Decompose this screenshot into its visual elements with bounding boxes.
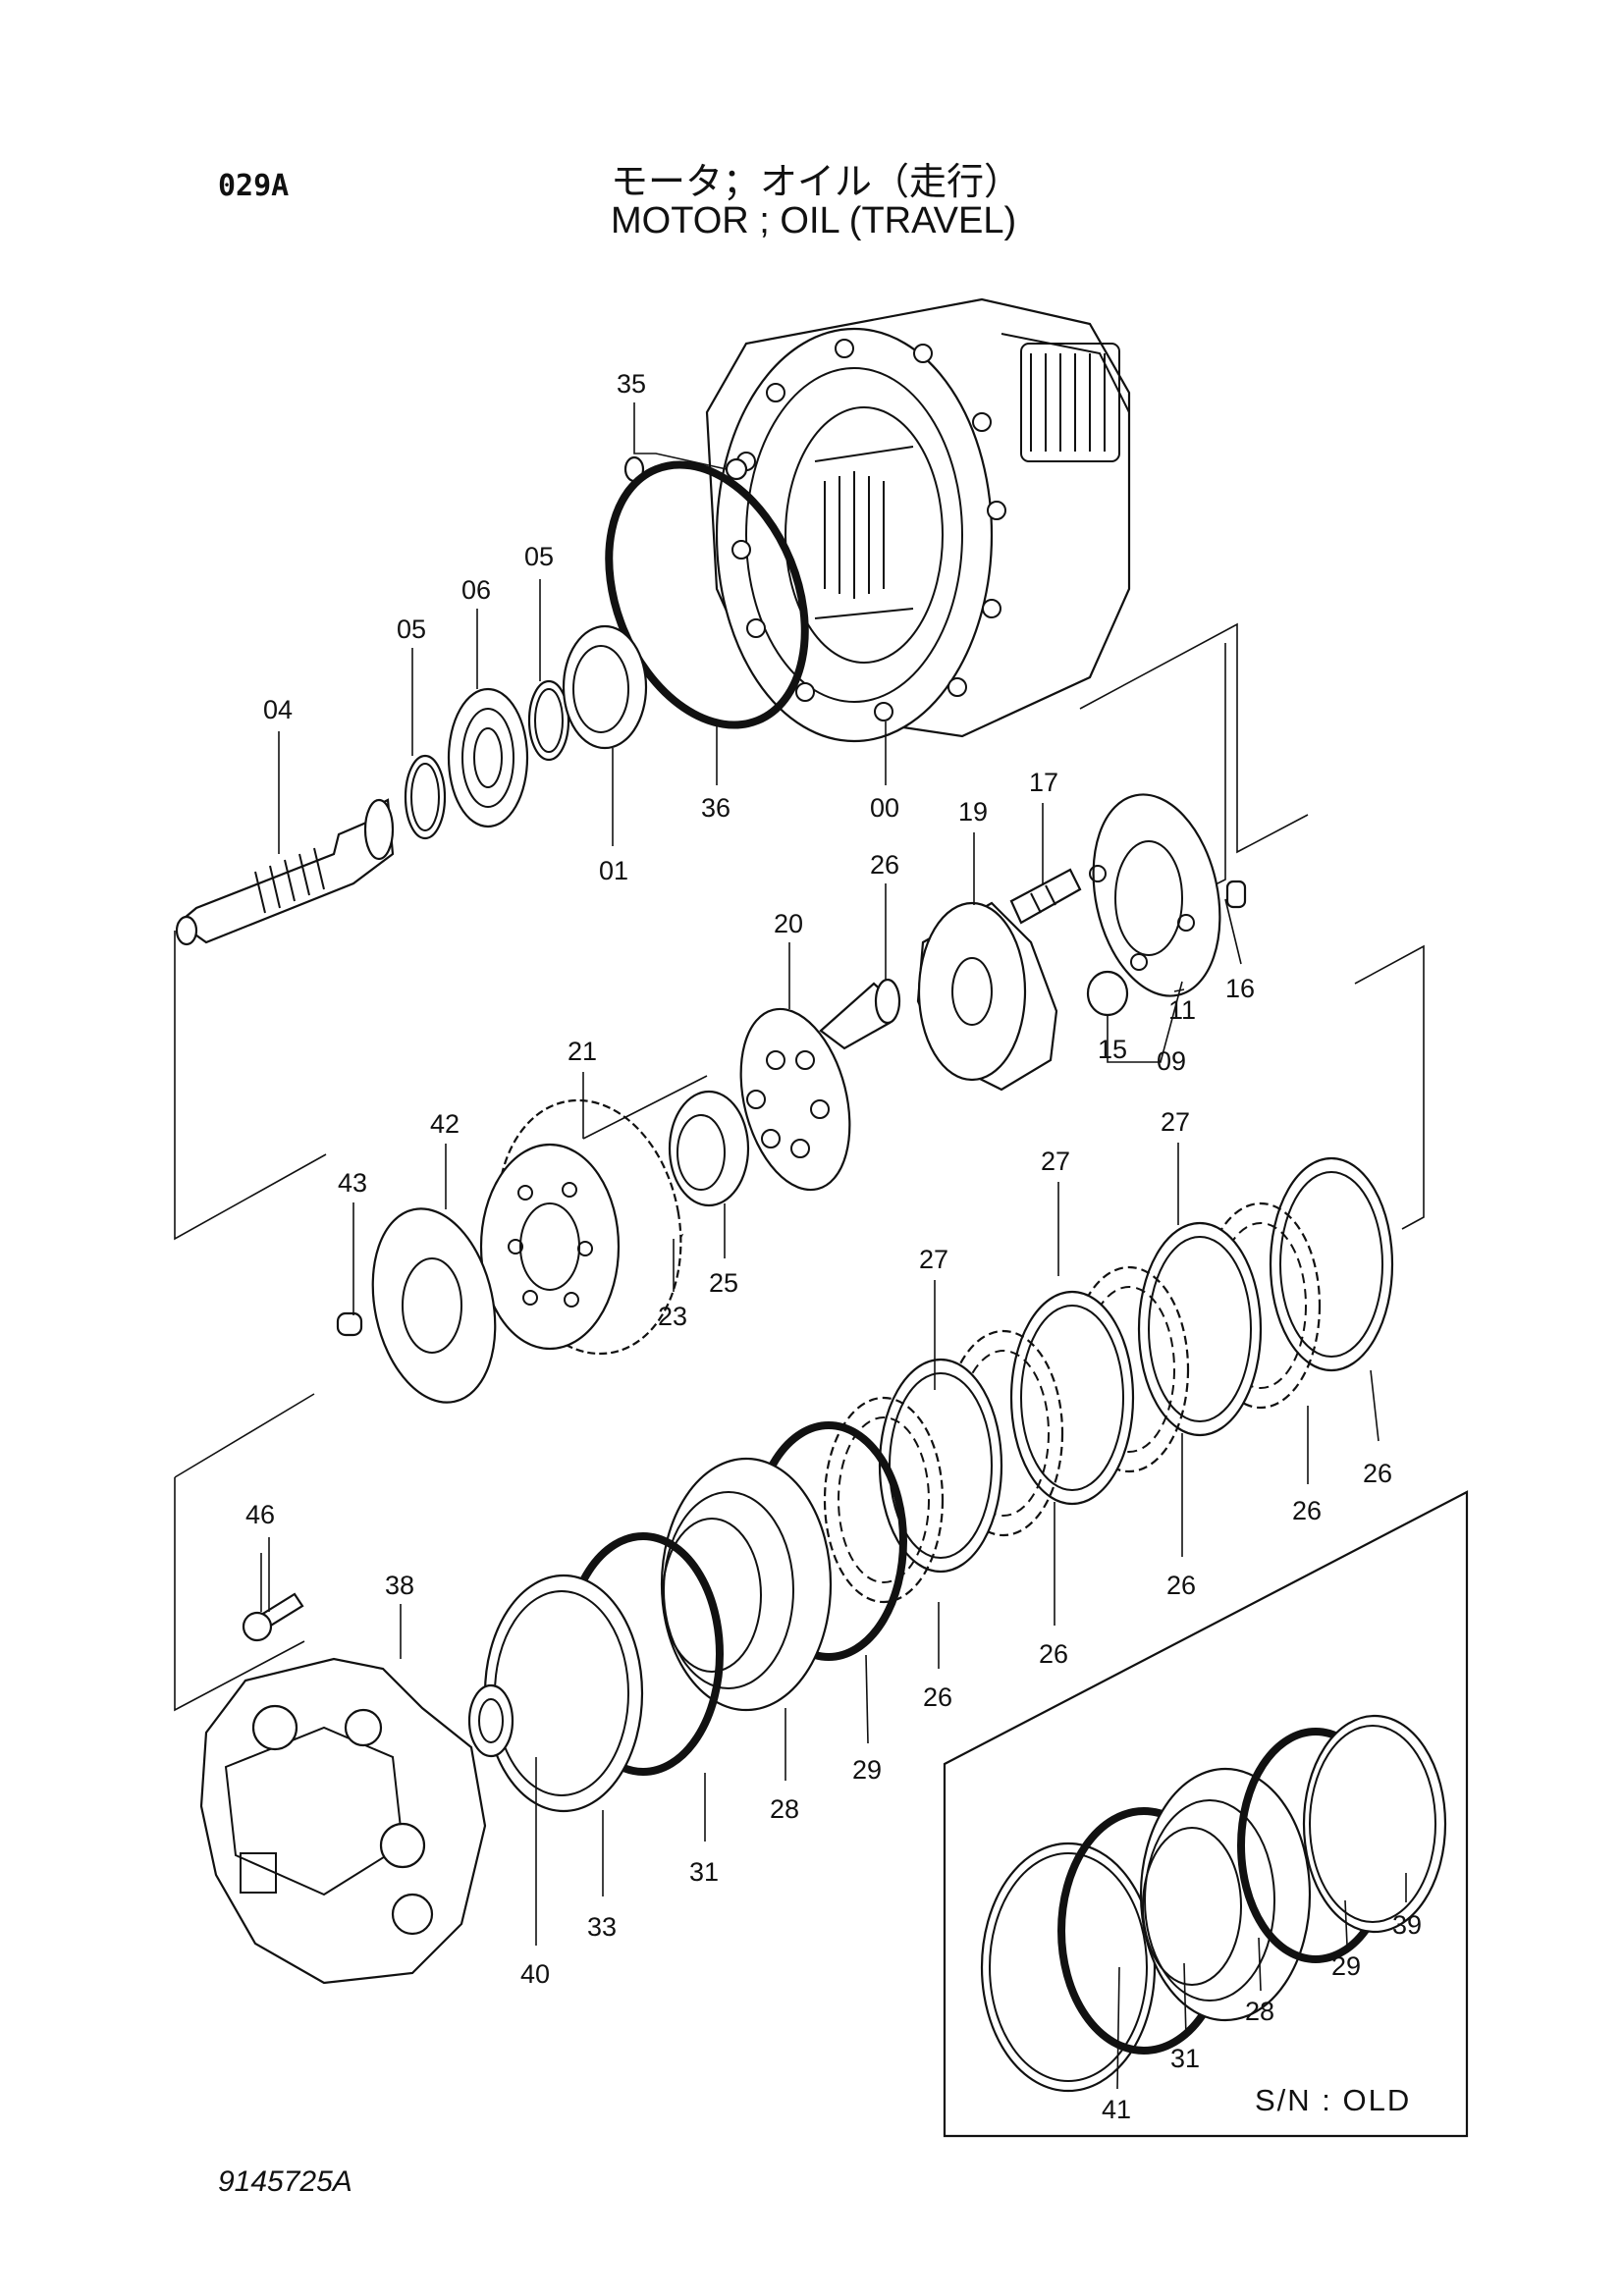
part-valve-cover (199, 1657, 487, 1985)
sn-old-variant-box: S/N : OLD (943, 1490, 1469, 2138)
callout-23: 26 (870, 850, 899, 880)
part-plug (1086, 970, 1129, 1017)
part-clutch-pack (823, 1156, 1394, 1604)
callout-20: 23 (658, 1302, 687, 1331)
part-valve-23 (819, 978, 901, 1050)
callout-36: 36 (701, 793, 730, 823)
callout-43: 43 (338, 1168, 367, 1198)
callout-B: 15 (1098, 1035, 1127, 1064)
part-shaft (175, 798, 395, 946)
callout-33: 33 (587, 1912, 617, 1942)
callout-26-a: 26 (1292, 1496, 1322, 1525)
callout-A: 11 (1168, 995, 1196, 1025)
callout-39: 39 (1392, 1910, 1422, 1940)
callout-11: 16 (1225, 974, 1255, 1003)
callout-17: 20 (774, 909, 803, 938)
part-bearing-40 (467, 1683, 514, 1758)
part-needle-bearing (668, 1090, 750, 1207)
part-spool (1009, 868, 1082, 925)
callout-42: 42 (430, 1109, 460, 1139)
callout-16: 19 (958, 797, 988, 827)
part-bolt-46 (242, 1592, 304, 1642)
part-swash-plate (371, 1207, 497, 1404)
assembly-reference-lines (174, 622, 1425, 1712)
callout-labels: 35 00 36 01 04 05 06 05 17 19 26 20 16 1… (245, 369, 1422, 2124)
callout-06: 06 (461, 575, 491, 605)
part-brake-piston (916, 901, 1058, 1092)
callout-05-right: 05 (524, 542, 554, 571)
part-o-ring-large (605, 460, 809, 729)
part-oil-seal (562, 624, 648, 750)
part-housing (705, 297, 1131, 743)
callout-26-c: 26 (1039, 1639, 1068, 1669)
part-pin-43 (336, 1311, 363, 1337)
part-pin (1225, 880, 1247, 909)
callout-27-middle: 27 (1041, 1147, 1070, 1176)
callout-26-b: 26 (1166, 1571, 1196, 1600)
callout-41: 41 (1102, 2095, 1131, 2124)
title-english: MOTOR ; OIL (TRAVEL) (611, 200, 1017, 241)
callout-15: 17 (1029, 768, 1058, 797)
callout-01: 01 (599, 856, 628, 885)
page-code: 029A (218, 169, 290, 203)
callout-35: 35 (617, 369, 646, 399)
callout-05-left: 05 (397, 614, 426, 644)
part-bearing (447, 687, 529, 828)
callout-40: 40 (520, 1959, 550, 1989)
callout-31: 31 (689, 1857, 719, 1887)
callout-29-old: 29 (1331, 1951, 1361, 1981)
callout-00: 00 (870, 793, 899, 823)
part-cylinder-block (479, 1098, 682, 1356)
callout-26-d: 26 (923, 1682, 952, 1712)
part-plate-25 (1269, 1156, 1394, 1372)
drawing-number: 9145725A (218, 2165, 352, 2198)
variant-label: S/N : OLD (1255, 2083, 1411, 2117)
part-ring-33 (483, 1574, 644, 1813)
callout-19: 21 (568, 1037, 597, 1066)
callout-04: 04 (263, 695, 293, 724)
part-valve-plate-17 (739, 1007, 851, 1192)
callout-25: 26 (1363, 1459, 1392, 1488)
callout-31-old: 31 (1170, 2044, 1200, 2073)
callout-27-left: 27 (919, 1245, 948, 1274)
callout-38: 38 (385, 1571, 414, 1600)
part-brake-piston-28 (660, 1457, 833, 1712)
callout-28: 28 (770, 1794, 799, 1824)
callout-46: 46 (245, 1500, 275, 1529)
callout-27-right: 27 (1161, 1107, 1190, 1137)
leader-lines (260, 402, 1407, 2090)
part-brake-piston-28-old (1139, 1767, 1312, 2022)
title-japanese: モータ；オイル（走行） (611, 160, 1022, 203)
callout-09: 09 (1157, 1046, 1186, 1076)
callout-28-old: 28 (1245, 1997, 1274, 2026)
callout-21: 25 (709, 1268, 738, 1298)
callout-29: 29 (852, 1755, 882, 1785)
part-ring-39 (1302, 1714, 1447, 1934)
